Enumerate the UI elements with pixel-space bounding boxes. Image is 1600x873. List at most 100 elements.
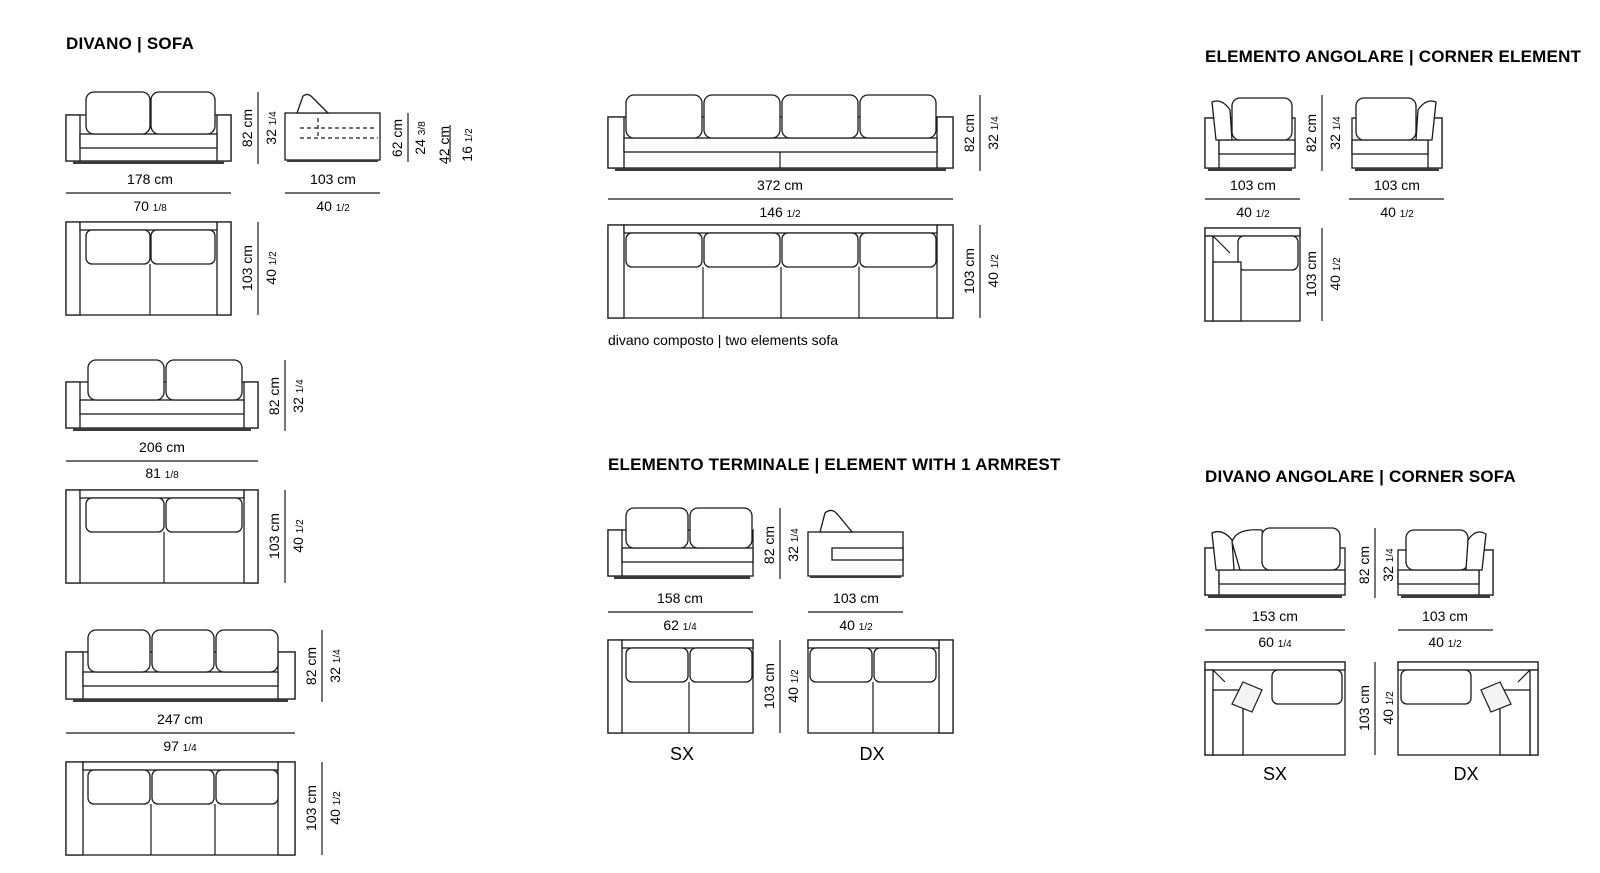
svg-text:247 cm: 247 cm <box>157 711 203 727</box>
corner-sofa-width-dims: 153 cm 60 1/4 103 cm 40 1/2 <box>1205 608 1493 650</box>
terminal-sx-top-view <box>607 639 754 734</box>
svg-text:372 cm: 372 cm <box>757 177 803 193</box>
sofa-247-width-dim: 247 cm 97 1/4 <box>66 711 295 754</box>
svg-text:40 1/2: 40 1/2 <box>1236 204 1270 220</box>
terminal-side-depth-dim: 103 cm 40 1/2 <box>808 590 903 633</box>
terminal-158-height-dim: 82 cm 32 1/4 <box>761 508 801 579</box>
svg-text:103 cm: 103 cm <box>1374 177 1420 193</box>
corner-element-top-depth-dim: 103 cm 40 1/2 <box>1303 228 1343 321</box>
svg-text:32 1/4: 32 1/4 <box>1380 548 1396 582</box>
sofa-206-depth-dim: 103 cm 40 1/2 <box>266 490 306 583</box>
terminal-158-front-view <box>607 507 754 579</box>
heading-sofa: DIVANO | SOFA <box>66 34 194 53</box>
svg-text:206 cm: 206 cm <box>139 439 185 455</box>
svg-text:103 cm: 103 cm <box>266 513 282 559</box>
svg-text:40 1/2: 40 1/2 <box>263 251 279 285</box>
svg-text:153 cm: 153 cm <box>1252 608 1298 624</box>
svg-text:82 cm: 82 cm <box>961 114 977 152</box>
svg-text:40 1/2: 40 1/2 <box>1380 204 1414 220</box>
svg-text:16 1/2: 16 1/2 <box>459 128 475 162</box>
svg-text:40 1/2: 40 1/2 <box>785 669 801 703</box>
svg-text:62 1/4: 62 1/4 <box>663 617 697 633</box>
svg-text:103 cm: 103 cm <box>239 245 255 291</box>
svg-text:158 cm: 158 cm <box>657 590 703 606</box>
terminal-dx-top-view <box>807 639 954 734</box>
svg-text:103 cm: 103 cm <box>303 785 319 831</box>
sofa-372-depth-dim: 103 cm 40 1/2 <box>961 225 1001 318</box>
svg-text:103 cm: 103 cm <box>761 663 777 709</box>
svg-text:24 3/8: 24 3/8 <box>412 121 428 155</box>
corner-sofa-sx-label: SX <box>1263 764 1287 784</box>
svg-text:40 1/2: 40 1/2 <box>316 198 350 214</box>
corner-element-height-dim: 82 cm 32 1/4 <box>1303 95 1343 171</box>
svg-text:82 cm: 82 cm <box>266 377 282 415</box>
svg-text:82 cm: 82 cm <box>761 526 777 564</box>
sofa-372-top-view <box>607 224 954 319</box>
corner-element-top-view <box>1204 227 1301 322</box>
svg-text:82 cm: 82 cm <box>1303 114 1319 152</box>
sofa-side-view <box>284 93 381 162</box>
sofa-178-top-view <box>65 221 232 316</box>
corner-element-depth-dims: 103 cm 40 1/2 103 cm 40 1/2 <box>1205 177 1444 220</box>
svg-text:32 1/4: 32 1/4 <box>985 116 1001 150</box>
svg-text:103 cm: 103 cm <box>1303 251 1319 297</box>
terminal-sx-label: SX <box>670 744 694 764</box>
svg-text:82 cm: 82 cm <box>239 109 255 147</box>
svg-text:40 1/2: 40 1/2 <box>839 617 873 633</box>
two-elements-sofa-caption: divano composto | two elements sofa <box>608 332 838 348</box>
sofa-side-dims: 62 cm 24 3/8 42 cm 16 1/2 103 cm 40 1/2 <box>285 113 475 214</box>
corner-element-front-right <box>1351 97 1443 171</box>
svg-text:42 cm: 42 cm <box>436 126 452 164</box>
svg-text:32 1/4: 32 1/4 <box>263 111 279 145</box>
sofa-372-front-view <box>607 94 954 171</box>
svg-text:32 1/4: 32 1/4 <box>785 528 801 562</box>
corner-sofa-sx-top-view <box>1204 661 1346 756</box>
heading-terminal-element: ELEMENTO TERMINALE | ELEMENT WITH 1 ARMR… <box>608 455 1061 474</box>
corner-sofa-dx-label: DX <box>1453 764 1478 784</box>
svg-text:103 cm: 103 cm <box>961 248 977 294</box>
svg-text:32 1/4: 32 1/4 <box>290 379 306 413</box>
svg-text:103 cm: 103 cm <box>833 590 879 606</box>
svg-text:32 1/4: 32 1/4 <box>1327 116 1343 150</box>
svg-text:40 1/2: 40 1/2 <box>290 519 306 553</box>
corner-sofa-103-front-view <box>1397 529 1494 598</box>
corner-sofa-153-front-view <box>1204 527 1346 598</box>
svg-text:40 1/2: 40 1/2 <box>985 254 1001 288</box>
svg-text:178 cm: 178 cm <box>127 171 173 187</box>
svg-text:70 1/8: 70 1/8 <box>133 198 167 214</box>
sofa-178-front-view <box>65 91 232 164</box>
svg-text:82 cm: 82 cm <box>1356 546 1372 584</box>
sofa-206-height-dim: 82 cm 32 1/4 <box>266 360 306 431</box>
svg-text:146 1/2: 146 1/2 <box>759 204 801 220</box>
svg-text:103 cm: 103 cm <box>1230 177 1276 193</box>
corner-sofa-dx-top-view <box>1397 661 1539 756</box>
svg-text:40 1/2: 40 1/2 <box>327 791 343 825</box>
sofa-372-height-dim: 82 cm 32 1/4 <box>961 95 1001 171</box>
terminal-dx-label: DX <box>859 744 884 764</box>
sofa-206-width-dim: 206 cm 81 1/8 <box>66 439 258 481</box>
sofa-178-height-dim: 82 cm 32 1/4 <box>239 92 279 164</box>
sofa-372-width-dim: 372 cm 146 1/2 <box>608 177 953 220</box>
svg-text:62 cm: 62 cm <box>389 119 405 157</box>
svg-text:103 cm: 103 cm <box>1422 608 1468 624</box>
corner-element-front-left <box>1204 97 1296 171</box>
svg-text:40 1/2: 40 1/2 <box>1327 257 1343 291</box>
corner-sofa-height-dim: 82 cm 32 1/4 <box>1356 528 1396 598</box>
svg-text:40 1/2: 40 1/2 <box>1380 691 1396 725</box>
sofa-206-top-view <box>65 489 259 584</box>
svg-text:32 1/4: 32 1/4 <box>327 649 343 683</box>
terminal-depth-dim: 103 cm 40 1/2 <box>761 640 801 733</box>
svg-text:103 cm: 103 cm <box>310 171 356 187</box>
svg-text:82 cm: 82 cm <box>303 647 319 685</box>
svg-text:97 1/4: 97 1/4 <box>163 738 197 754</box>
sofa-247-height-dim: 82 cm 32 1/4 <box>303 630 343 702</box>
terminal-side-view <box>807 509 904 578</box>
corner-sofa-depth-dim: 103 cm 40 1/2 <box>1356 662 1396 755</box>
sofa-247-top-view <box>65 761 296 856</box>
sofa-178-depth-dim: 103 cm 40 1/2 <box>239 222 279 315</box>
sofa-206-front-view <box>65 359 259 431</box>
svg-text:103 cm: 103 cm <box>1356 685 1372 731</box>
svg-text:81 1/8: 81 1/8 <box>145 465 179 481</box>
heading-corner-sofa: DIVANO ANGOLARE | CORNER SOFA <box>1205 467 1516 486</box>
